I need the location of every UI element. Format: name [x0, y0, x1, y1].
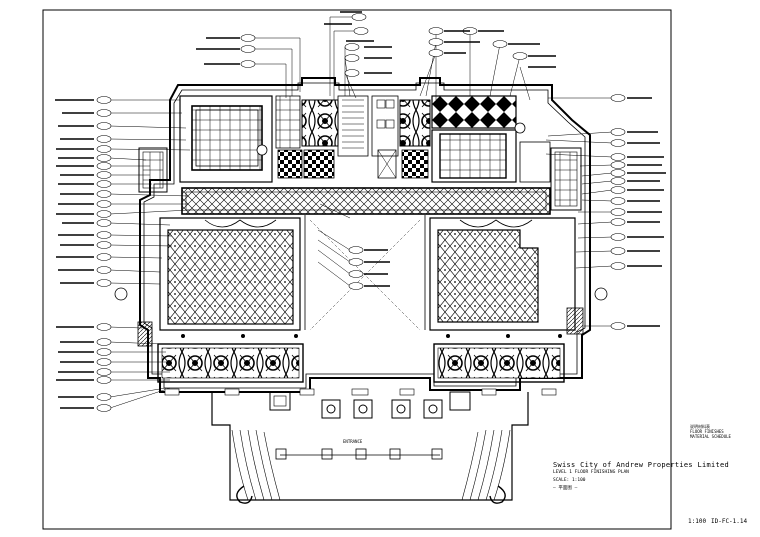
left-top-room	[179, 95, 273, 183]
scale-line: SCALE: 1:100	[553, 478, 586, 483]
entrance-terrace	[211, 392, 529, 504]
callout-notes-right	[627, 97, 666, 327]
project-name: Swiss City of Andrew Properties Limited	[553, 461, 730, 469]
sheet-border	[42, 9, 672, 530]
right-hall	[429, 217, 584, 335]
right-note: 说明材料表 FLOOR FINISHES MATERIAL SCHEDULE	[690, 424, 731, 439]
ornament-borders	[157, 334, 565, 383]
callout-notes-top	[196, 11, 556, 74]
drawing-number: ID-FC-1.14	[711, 518, 748, 525]
right-stair	[550, 147, 582, 211]
sub-line: — 平面图 —	[553, 486, 578, 491]
right-top-room	[431, 95, 551, 183]
right-note-line2: FLOOR FINISHES	[690, 429, 724, 434]
center-tiles	[275, 95, 431, 179]
callouts-left	[96, 96, 112, 412]
left-stair	[138, 147, 168, 193]
right-note-line1: 说明材料表	[690, 424, 710, 429]
callouts-center	[348, 246, 364, 290]
central-lobby	[304, 215, 426, 331]
scale-text: 1:100	[688, 518, 707, 525]
right-note-line3: MATERIAL SCHEDULE	[690, 434, 731, 439]
entrance-label: ENTRANCE	[343, 439, 363, 444]
corridor-band	[181, 187, 551, 215]
callout-notes-left	[55, 99, 94, 409]
door-tags	[164, 388, 557, 396]
drawing-title: LEVEL 1 FLOOR FINISHING PLAN	[553, 470, 629, 475]
callouts-top	[240, 13, 528, 77]
entrance-columns	[269, 391, 471, 419]
title-block: Swiss City of Andrew Properties Limited …	[553, 461, 729, 493]
callouts-right	[610, 94, 626, 330]
left-hall	[137, 217, 301, 347]
section-marks	[114, 122, 608, 301]
callout-notes-center	[364, 249, 390, 287]
leader-lines	[109, 16, 613, 409]
